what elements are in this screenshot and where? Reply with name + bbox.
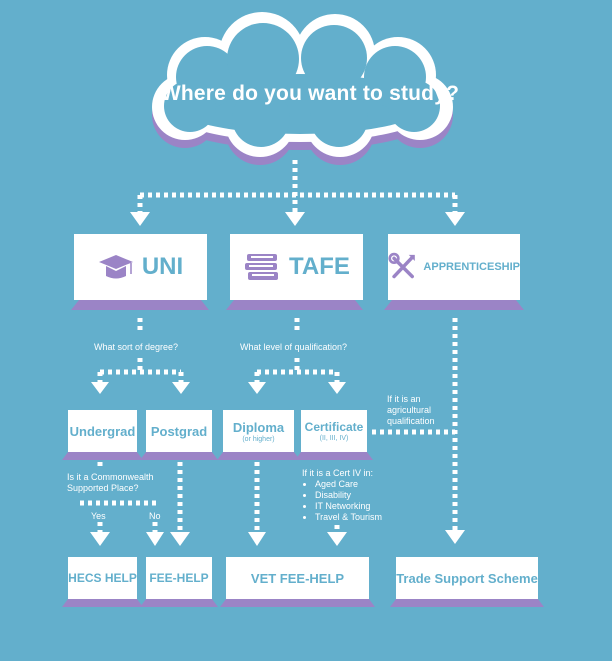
cert-iv-list: Aged Care Disability IT Networking Trave… bbox=[302, 479, 392, 523]
diploma-box: Diploma (or higher) bbox=[223, 410, 294, 452]
fee-help-label: FEE-HELP bbox=[149, 571, 209, 585]
vet-fee-help-label: VET FEE-HELP bbox=[250, 570, 345, 586]
certificate-label: Certificate bbox=[304, 420, 364, 434]
undergrad-box: Undergrad bbox=[68, 410, 137, 452]
apprenticeship-label: APPRENTICESHIP bbox=[423, 261, 520, 273]
fee-help-box: FEE-HELP bbox=[146, 557, 212, 599]
diploma-label: Diploma bbox=[232, 419, 285, 435]
tafe-box: TAFE bbox=[230, 234, 363, 300]
diploma-sublabel: (or higher) bbox=[242, 435, 275, 443]
vet-fee-help-box: VET FEE-HELP bbox=[226, 557, 369, 599]
certificate-sublabel: (II, III, IV) bbox=[319, 435, 349, 442]
hecs-help-label: HECS HELP bbox=[68, 571, 137, 585]
cert-iv-question: If it is a Cert IV in: bbox=[302, 468, 374, 478]
tafe-label: TAFE bbox=[289, 253, 350, 280]
dotted-connectors bbox=[80, 160, 458, 532]
uni-box: UNI bbox=[74, 234, 207, 300]
cert-iv-item: Aged Care bbox=[315, 479, 392, 490]
postgrad-label: Postgrad bbox=[150, 423, 208, 439]
graduation-cap-icon bbox=[98, 255, 133, 279]
commonwealth-question: Is it a Commonwealth Supported Place? bbox=[67, 472, 154, 493]
cert-iv-item: IT Networking bbox=[315, 501, 392, 512]
undergrad-label: Undergrad bbox=[69, 423, 136, 439]
degree-question: What sort of degree? bbox=[94, 342, 179, 352]
certificate-box: Certificate (II, III, IV) bbox=[301, 410, 367, 452]
hecs-help-box: HECS HELP bbox=[68, 557, 137, 599]
qualification-question: What level of qualification? bbox=[240, 342, 348, 352]
uni-label: UNI bbox=[141, 253, 184, 280]
cloud-shape bbox=[152, 12, 453, 165]
yes-label: Yes bbox=[91, 511, 106, 521]
cert-iv-note: If it is a Cert IV in: Aged Care Disabil… bbox=[302, 468, 392, 523]
books-icon bbox=[245, 254, 279, 280]
box-shadows bbox=[62, 300, 544, 607]
trade-support-box: Trade Support Scheme bbox=[396, 557, 538, 599]
arrowheads bbox=[90, 212, 465, 546]
no-label: No bbox=[149, 511, 161, 521]
agricultural-note: If it is an agricultural qualification bbox=[387, 394, 435, 426]
trade-support-label: Trade Support Scheme bbox=[396, 570, 538, 586]
tools-icon bbox=[388, 252, 415, 279]
cert-iv-item: Travel & Tourism bbox=[315, 512, 392, 523]
cert-iv-item: Disability bbox=[315, 490, 392, 501]
page-title: Where do you want to study? bbox=[160, 82, 460, 105]
apprenticeship-box: APPRENTICESHIP bbox=[388, 234, 520, 300]
postgrad-box: Postgrad bbox=[146, 410, 212, 452]
